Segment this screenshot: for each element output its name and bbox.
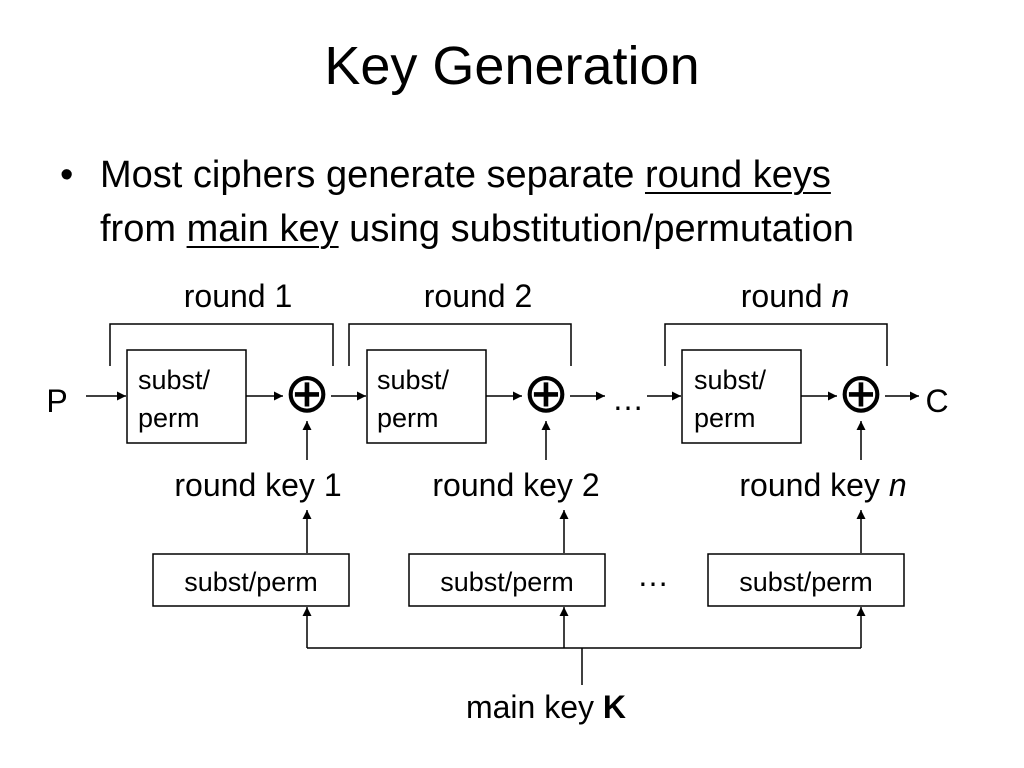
- round-2-label: round 2: [424, 278, 533, 314]
- round-key-1-label: round key 1: [174, 467, 341, 503]
- round-2-box-line-1: subst/: [377, 365, 450, 395]
- bullet-line-1: Most ciphers generate separate round key…: [100, 148, 854, 202]
- round-key-n-label: round key n: [739, 467, 906, 503]
- bullet-text: Most ciphers generate separate round key…: [100, 148, 854, 256]
- key-schedule-box-1-label: subst/perm: [184, 567, 318, 597]
- round-key-2-label: round key 2: [432, 467, 599, 503]
- key-schedule-box-n: [707, 553, 905, 607]
- key-schedule-box-1: [152, 553, 350, 607]
- bullet-line-2: from main key using substitution/permuta…: [100, 202, 854, 256]
- round-n-label: round n: [741, 278, 850, 314]
- rounds-ellipsis: …: [612, 381, 644, 417]
- key-schedule-box-n-label: subst/perm: [739, 567, 873, 597]
- round-2-bracket: [348, 323, 572, 366]
- round-n-box-line-1: subst/: [694, 365, 767, 395]
- round-1-box-line-2: perm: [138, 403, 200, 433]
- bullet-line2-suffix: using substitution/permutation: [338, 208, 855, 250]
- round-n-bracket: [664, 323, 888, 366]
- main-key-term: main key: [186, 208, 339, 250]
- plaintext-label: P: [46, 383, 67, 419]
- bullet-dot: •: [60, 154, 74, 196]
- key-schedule-box-2-label: subst/perm: [440, 567, 574, 597]
- xor-2-symbol: ⊕: [523, 361, 570, 424]
- round-1-subst-perm-box: [126, 349, 247, 444]
- key-schedule-box-2: [408, 553, 606, 607]
- main-key-label: main key K: [466, 689, 626, 725]
- bullet-line2-prefix: from: [100, 208, 187, 250]
- ciphertext-label: C: [925, 383, 948, 419]
- round-2-box-line-2: perm: [377, 403, 439, 433]
- round-1-box-line-1: subst/: [138, 365, 211, 395]
- bullet-line1-text: Most ciphers generate separate: [100, 154, 645, 196]
- slide-title: Key Generation: [324, 36, 700, 96]
- xor-n-symbol: ⊕: [838, 361, 885, 424]
- key-schedule-ellipsis: …: [637, 557, 669, 593]
- round-1-bracket: [109, 323, 334, 366]
- round-n-box-line-2: perm: [694, 403, 756, 433]
- round-keys-term: round keys: [644, 154, 831, 196]
- xor-1-symbol: ⊕: [284, 361, 331, 424]
- round-1-label: round 1: [184, 278, 293, 314]
